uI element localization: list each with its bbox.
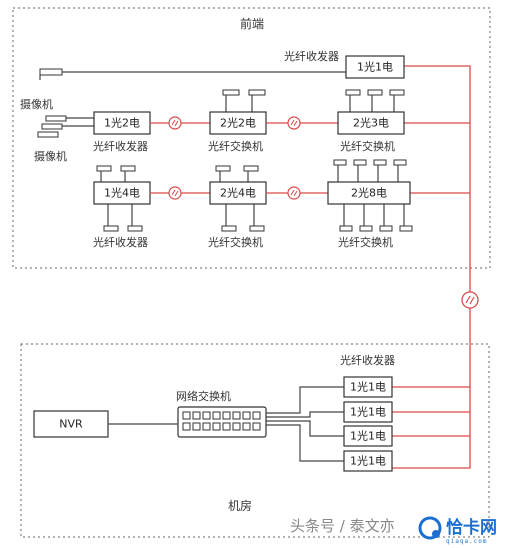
room-transceiver-3-label: 1光1电 (350, 429, 386, 443)
switch-port (192, 422, 201, 431)
watermark-text: 头条号 / 泰文亦 (290, 517, 395, 535)
row3-switch-b-label: 光纤交换机 (338, 235, 393, 249)
fiber-coupler-row3-b (287, 186, 301, 200)
machine-room-zone-label: 机房 (228, 498, 252, 513)
row2-switch-b-label: 光纤交换机 (340, 139, 395, 153)
row3-switch-b-box-label: 2光8电 (351, 186, 387, 200)
row3-switch-a-ports (215, 165, 265, 232)
row3-switch-a-label: 光纤交换机 (208, 235, 263, 249)
fiber-trunk (392, 65, 471, 469)
switch-port (242, 411, 251, 420)
switch-port (252, 422, 261, 431)
nvr-label: NVR (59, 418, 83, 431)
top-transceiver-box (345, 55, 405, 79)
brand-name: 恰卡网 (446, 517, 497, 538)
wire-switch-tx4 (266, 424, 344, 462)
switch-port (232, 422, 241, 431)
room-transceiver-2-label: 1光1电 (350, 405, 386, 419)
row2-switch-a-ports (222, 89, 266, 112)
fiber-coupler-row3-a (168, 186, 182, 200)
camera-top (39, 68, 63, 80)
top-transceiver-title: 光纤收发器 (284, 49, 339, 63)
row3-switch-b-ports (333, 159, 413, 232)
switch-port (212, 422, 221, 431)
row2-switch-b-box-label: 2光3电 (353, 116, 389, 130)
row3-transceiver-ports (96, 165, 143, 232)
row2-switch-a-box-label: 2光2电 (220, 116, 256, 130)
camera-label-2: 摄像机 (34, 149, 67, 163)
front-end-zone-label: 前端 (240, 16, 264, 31)
room-transceiver-1: 1光1电 (343, 376, 393, 398)
switch-port (182, 422, 191, 431)
row2-switch-a-label: 光纤交换机 (208, 139, 263, 153)
row2-switch-b-box (337, 111, 405, 135)
switch-port (202, 411, 211, 420)
row3-switch-a-box-label: 2光4电 (220, 186, 256, 200)
brand-sub: qiaqa.com (446, 538, 488, 545)
network-switch (177, 406, 267, 438)
switch-port (202, 422, 211, 431)
switch-port (252, 411, 261, 420)
wire-switch-tx1 (266, 386, 344, 414)
switch-port (242, 422, 251, 431)
front-end-zone (12, 7, 491, 269)
row2-transceiver-label: 光纤收发器 (93, 139, 148, 153)
room-transceiver-2: 1光1电 (343, 401, 393, 423)
switch-port (222, 422, 231, 431)
row3-switch-b-box (327, 181, 411, 205)
room-transceiver-3: 1光1电 (343, 425, 393, 447)
fiber-coupler-row2-a (168, 116, 182, 130)
camera-row2 (37, 115, 94, 138)
camera-label-1: 摄像机 (20, 97, 53, 111)
row3-transceiver-label: 光纤收发器 (93, 235, 148, 249)
switch-port (182, 411, 191, 420)
row2-transceiver-box-label: 1光2电 (104, 116, 140, 130)
switch-port (232, 411, 241, 420)
room-transceiver-4: 1光1电 (343, 450, 393, 472)
brand-logo: 恰卡网 qiaqa.com (418, 516, 497, 545)
wire-switch-tx2 (266, 411, 344, 418)
room-transceiver-1-label: 1光1电 (350, 380, 386, 394)
machine-room-zone (20, 343, 490, 538)
switch-port (222, 411, 231, 420)
fiber-coupler-trunk (461, 291, 479, 309)
room-transceivers-title: 光纤收发器 (340, 353, 395, 367)
wire-switch-tx3 (266, 420, 344, 437)
row2-switch-b-ports (345, 89, 405, 112)
top-transceiver-box-label: 1光1电 (357, 60, 393, 74)
switch-port (192, 411, 201, 420)
room-transceiver-4-label: 1光1电 (350, 454, 386, 468)
switch-port (212, 411, 221, 420)
fiber-coupler-row2-b (287, 116, 301, 130)
network-switch-label: 网络交换机 (176, 389, 231, 403)
row3-transceiver-box-label: 1光4电 (104, 186, 140, 200)
